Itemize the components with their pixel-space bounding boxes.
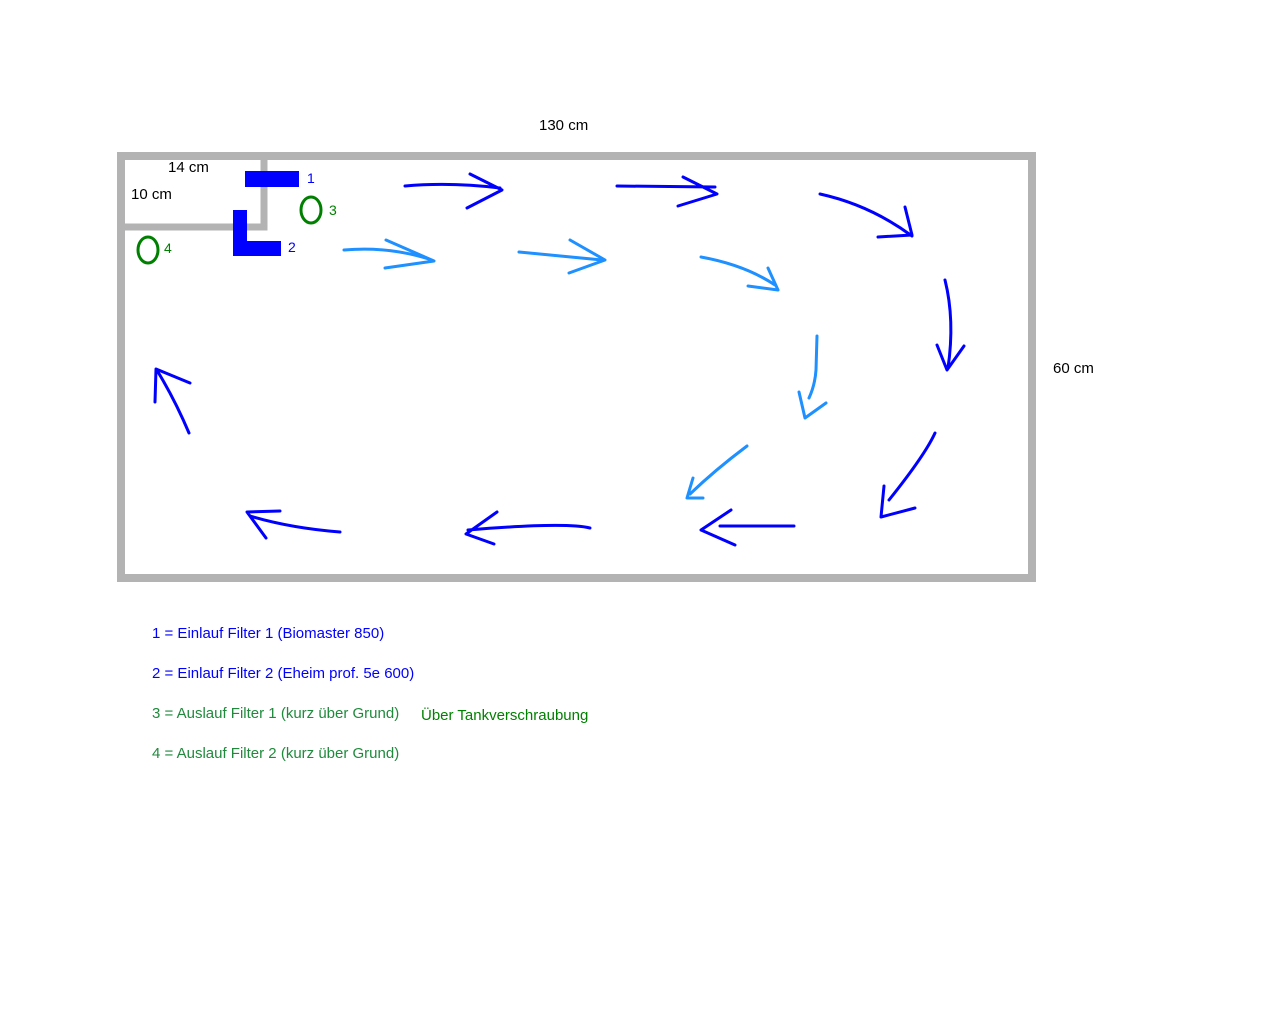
tank-outline (117, 152, 1036, 582)
arrow-left-icon (699, 508, 796, 547)
compartment-height-label: 10 cm (131, 186, 172, 203)
tank-depth-label: 60 cm (1053, 360, 1094, 377)
legend-item-4: 4 = Auslauf Filter 2 (kurz über Grund) (152, 745, 400, 762)
flow-arrows-outer (153, 172, 966, 547)
compartment-width-label: 14 cm (168, 159, 209, 176)
outlet-4 (136, 235, 160, 265)
arrow-right-icon (517, 238, 607, 275)
arrow-down-right-icon (699, 255, 780, 292)
arrow-down-right-icon (818, 192, 914, 239)
arrow-down-left-icon (685, 444, 749, 500)
arrow-down-icon (797, 334, 828, 420)
marker-4-label: 4 (164, 240, 172, 256)
outlet-3 (299, 195, 323, 225)
marker-1-label: 1 (307, 170, 315, 186)
arrow-right-icon (342, 238, 436, 270)
legend-note: Über Tankverschraubung (421, 707, 589, 724)
inlet-1 (245, 171, 299, 187)
arrow-right-icon (403, 172, 504, 210)
arrow-left-icon (245, 509, 342, 540)
legend-item-2: 2 = Einlauf Filter 2 (Eheim prof. 5e 600… (152, 665, 415, 682)
legend-item-1: 1 = Einlauf Filter 1 (Biomaster 850) (152, 625, 385, 642)
legend-item-3: 3 = Auslauf Filter 1 (kurz über Grund) (152, 705, 400, 722)
arrow-up-left-icon (153, 367, 192, 435)
arrow-down-icon (935, 278, 966, 372)
arrow-right-icon (615, 175, 719, 208)
arrow-left-icon (464, 510, 592, 546)
marker-3-label: 3 (329, 202, 337, 218)
tank-length-label: 130 cm (539, 117, 589, 134)
marker-2-label: 2 (288, 239, 296, 255)
flow-arrows-inner (342, 238, 828, 500)
arrow-down-left-icon (879, 431, 937, 519)
inlet-2 (233, 210, 281, 256)
